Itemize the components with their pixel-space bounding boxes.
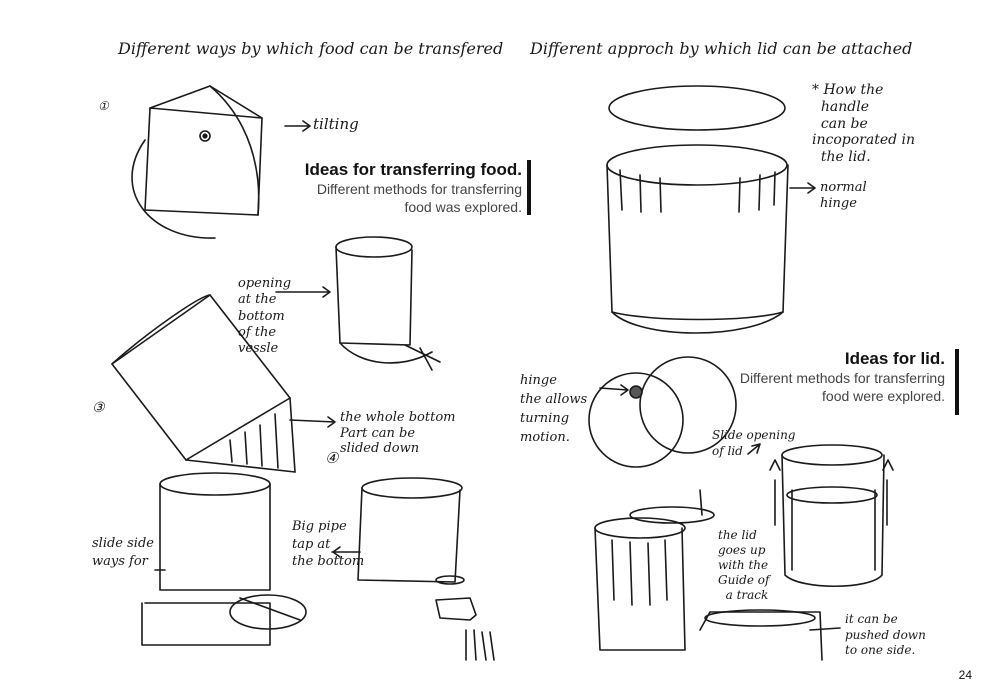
annotation-opening-bottom: opening at the bottom of the vessle: [238, 276, 292, 356]
callout-transfer-description: Different methods for transferring food …: [316, 181, 522, 216]
bottom-opening-vessel-sketch: [335, 236, 441, 371]
lid-and-drum-sketch: [606, 85, 789, 334]
callout-lid-title: Ideas for lid.: [844, 349, 945, 368]
callout-transfer-bar: [527, 160, 531, 215]
annotation-big-pipe: Big pipe tap at the bottom: [292, 519, 365, 570]
annotation-lid-goes-up: the lid goes up with the Guide of a trac…: [718, 528, 770, 602]
annotation-slide-side: slide side ways for: [92, 536, 154, 570]
right-heading: Different approch by which lid can be at…: [530, 39, 913, 58]
callout-lid: Ideas for lid. Different methods for tra…: [740, 349, 945, 405]
annotation-tilting: tilting: [313, 115, 359, 133]
slide-side-container-sketch: [141, 472, 307, 646]
annotation-arrows: [154, 120, 841, 631]
annotation-number-1: ①: [98, 99, 109, 113]
pushed-lid-sketch: [699, 609, 823, 661]
tilting-container-sketch: [131, 85, 263, 239]
annotation-slide-opening: Slide opening of lid: [712, 428, 796, 458]
annotation-hinge-allows: hinge the allows turning motion.: [520, 373, 588, 445]
callout-lid-description: Different methods for transferring food …: [739, 370, 945, 405]
page-number: 24: [958, 668, 972, 682]
sliding-lid-sketch: [594, 489, 715, 651]
annotation-number-3: ③: [92, 400, 105, 416]
annotation-handle: * How the handle can be incoporated in t…: [812, 82, 916, 166]
rising-lid-container-sketch: [769, 444, 894, 587]
annotation-number-4: ④: [325, 449, 339, 467]
tilted-vessel-sketch: [111, 294, 296, 473]
annotation-whole-bottom: the whole bottom Part can be slided down: [340, 410, 456, 457]
callout-lid-bar: [955, 349, 959, 415]
pipe-tap-container-sketch: [357, 477, 495, 661]
callout-transfer-food: Ideas for transferring food. Different m…: [305, 160, 522, 216]
left-heading: Different ways by which food can be tran…: [118, 39, 504, 58]
hinged-circles-sketch: [588, 356, 737, 468]
callout-transfer-title: Ideas for transferring food.: [304, 160, 522, 179]
annotation-pushed-down: it can be pushed down to one side.: [845, 612, 926, 658]
annotation-normal-hinge: normal hinge: [820, 180, 867, 211]
